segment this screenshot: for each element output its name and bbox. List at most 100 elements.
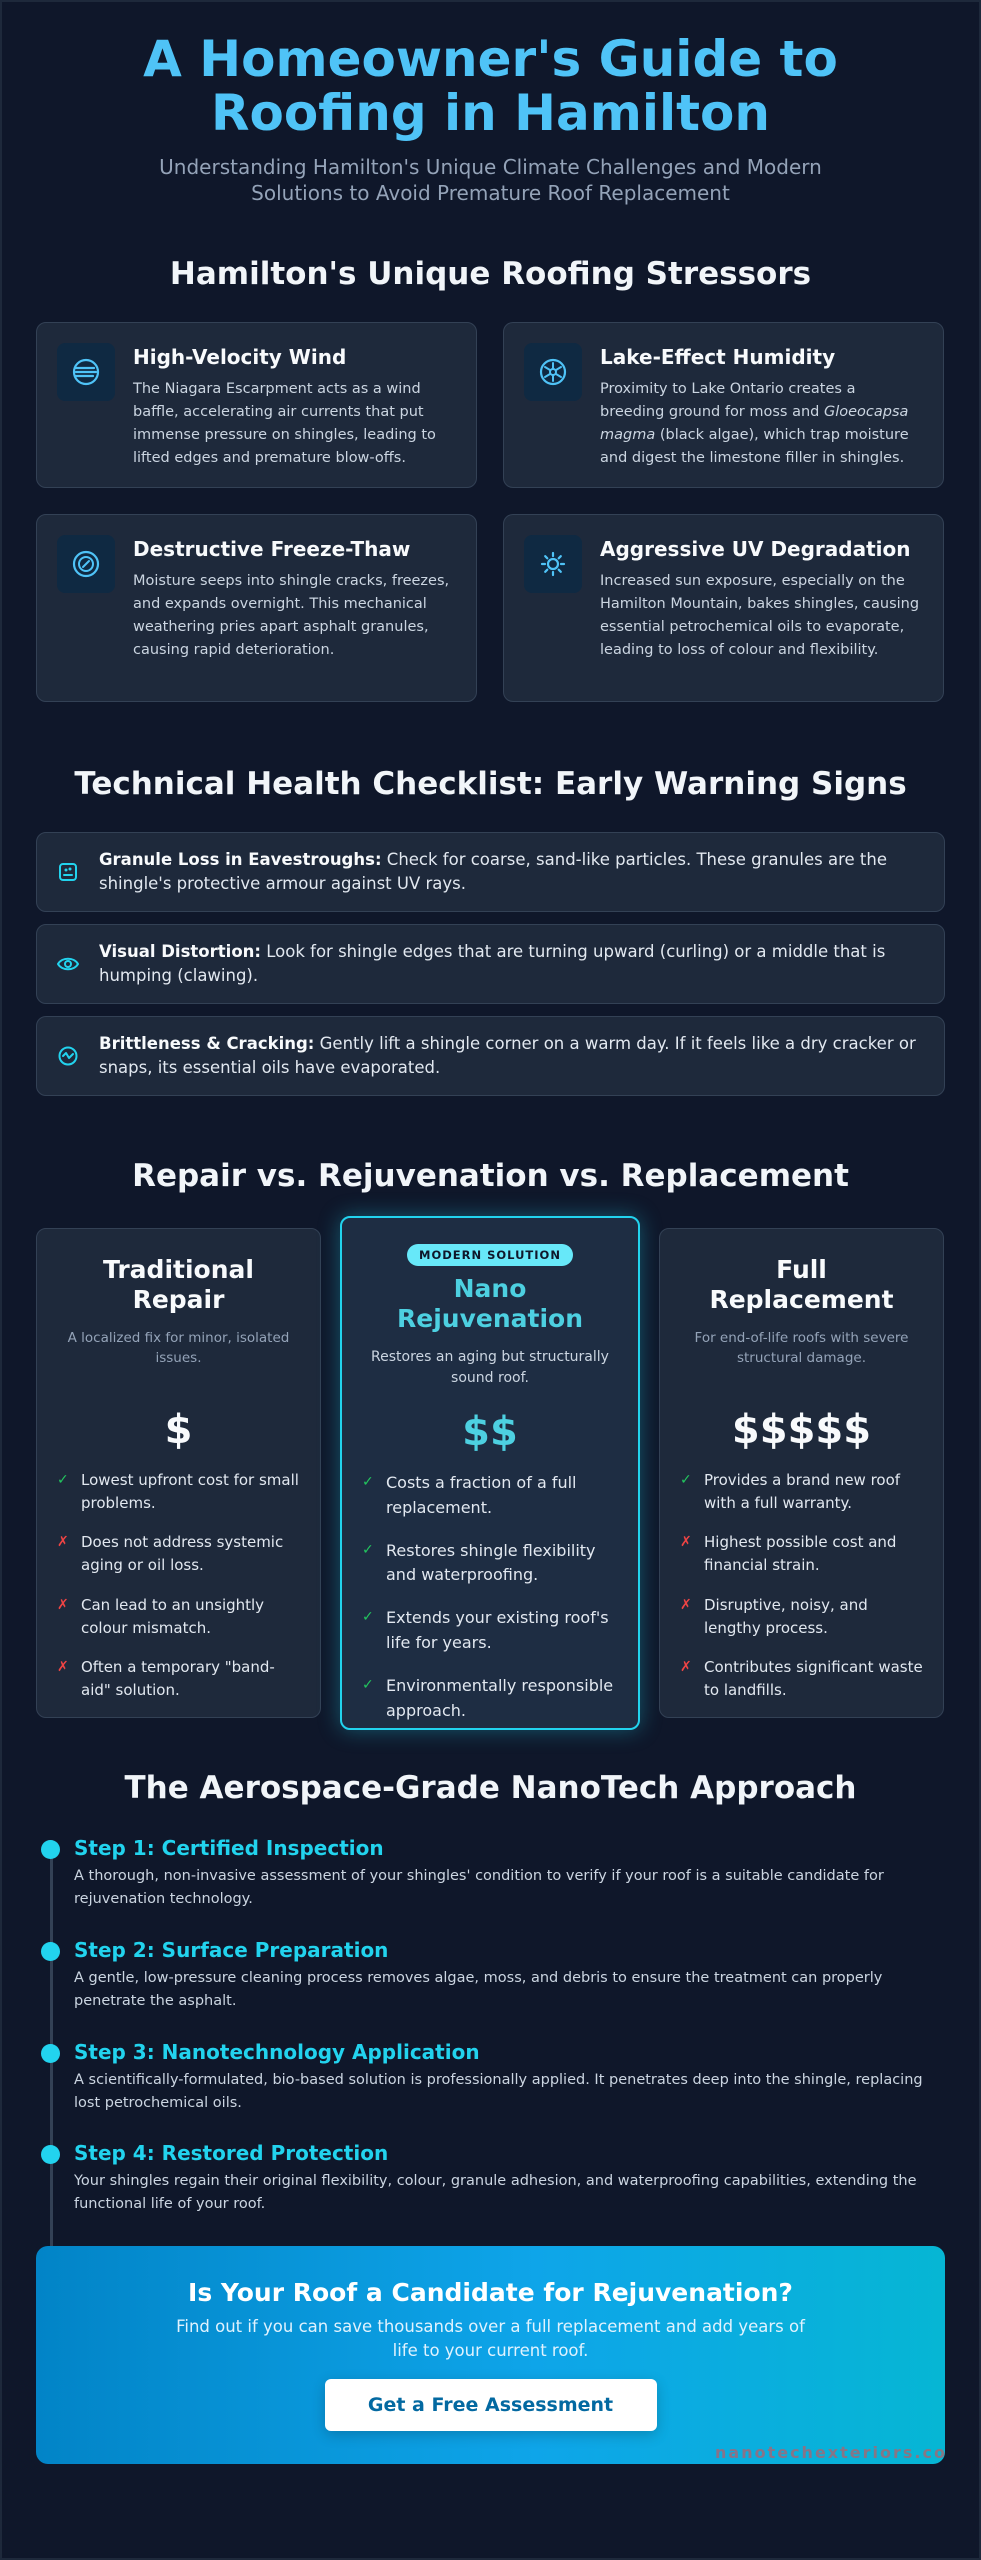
stressor-title: Destructive Freeze-Thaw [133,537,411,561]
cross-icon: ✗ [680,1659,692,1675]
stressor-text-part: (black algae), which trap moisture and d… [600,426,909,466]
option-title: Nano Rejuvenation [397,1274,583,1333]
option-traditional-repair: Traditional Repair A localized fix for m… [36,1228,321,1718]
feature-text: Lowest upfront cost for small problems. [81,1470,299,1512]
checklist-text: Brittleness & Cracking: Gently lift a sh… [99,1032,924,1080]
feature-text: Disruptive, noisy, and lengthy process. [704,1595,868,1637]
checklist-text: Granule Loss in Eavestroughs: Check for … [99,848,924,896]
check-icon: ✓ [362,1676,374,1693]
cross-icon: ✗ [57,1596,69,1613]
step-item: Step 2: Surface Preparation A gentle, lo… [41,1937,945,2013]
feature-item: ✗ Does not address systemic aging or oil … [57,1531,300,1578]
feature-text: Extends your existing roof's life for ye… [386,1608,609,1652]
cta-subtitle: Find out if you can save thousands over … [176,2317,805,2361]
timeline-line [50,1850,53,2290]
feature-item: ✗ Often a temporary "band-aid" solution. [57,1656,300,1703]
stressor-text: Proximity to Lake Ontario creates a bree… [600,378,923,470]
stressor-text: Moisture seeps into shingle cracks, free… [133,573,450,658]
watermark: nanotechexteriors.co [715,2443,945,2463]
step-item: Step 4: Restored Protection Your shingle… [41,2141,945,2216]
step-title: Step 2: Surface Preparation [74,1937,389,1962]
step-item: Step 3: Nanotechnology Application A sci… [41,2039,945,2115]
feature-text: Can lead to an unsightly colour mismatch… [81,1595,265,1637]
checklist-item-granule: Granule Loss in Eavestroughs: Check for … [36,832,945,912]
freeze-icon [57,535,115,593]
step-dot [41,2145,60,2165]
feature-item: ✗ Contributes significant waste to landfi… [680,1656,923,1703]
option-nano-rejuvenation: MODERN SOLUTION Nano Rejuvenation Restor… [340,1216,640,1730]
eye-icon [57,955,79,973]
check-icon: ✓ [57,1471,69,1488]
species-name: Gloeocapsa magma [600,403,909,443]
option-price: $ [164,1406,193,1453]
feature-item: ✓ Provides a brand new roof with a full w… [680,1469,923,1516]
cta-banner: Is Your Roof a Candidate for Rejuvenatio… [36,2246,945,2465]
feature-text: Provides a brand new roof with a full wa… [704,1470,901,1512]
cross-icon: ✗ [57,1659,69,1675]
stressor-card-freeze: Destructive Freeze-Thaw Moisture seeps i… [36,514,477,702]
stressors-grid: High-Velocity Wind The Niagara Escarpmen… [36,322,945,702]
check-icon: ✓ [362,1541,374,1558]
stressor-card-humidity: Lake-Effect Humidity Proximity to Lake O… [503,322,944,488]
step-text: Your shingles regain their original flex… [74,2173,917,2213]
feature-item: ✓ Lowest upfront cost for small problems. [57,1469,300,1516]
feature-list: ✓ Lowest upfront cost for small problems.… [57,1469,300,1703]
humidity-icon [524,343,582,401]
option-description: A localized fix for minor, isolated issu… [67,1330,290,1367]
feature-item: ✓Costs a fraction of a full replacement. [362,1471,618,1521]
approach-title: The Aerospace-Grade NanoTech Approach [124,1770,857,1806]
feature-list: ✓Costs a fraction of a full replacement.… [362,1471,618,1723]
granule-icon [57,862,79,882]
stressor-card-wind: High-Velocity Wind The Niagara Escarpmen… [36,322,477,488]
option-title: Traditional Repair [103,1255,254,1314]
step-title: Step 3: Nanotechnology Application [74,2039,480,2064]
option-price: $$$$$ [731,1406,872,1453]
stressor-text-part: Proximity to Lake Ontario creates a bree… [600,381,856,420]
checklist-label: Visual Distortion: [99,942,261,962]
feature-item: ✓ Environmentally responsible approach. [362,1674,618,1724]
feature-item: ✗ Disruptive, noisy, and lengthy process. [680,1594,923,1641]
step-dot [41,2043,60,2063]
cross-icon: ✗ [57,1534,69,1550]
step-title: Step 1: Certified Inspection [74,1836,384,1860]
page-title: A Homeowner's Guide to Roofing in Hamilt… [143,30,838,142]
checklist-title: Technical Health Checklist: Early Warnin… [74,766,907,802]
feature-text: Contributes significant waste to landfil… [704,1658,923,1700]
check-icon: ✓ [680,1471,692,1488]
comparison-title: Repair vs. Rejuvenation vs. Replacement [132,1158,849,1194]
step-text: A thorough, non-invasive assessment of y… [74,1868,884,1907]
check-icon: ✓ [362,1609,374,1626]
feature-text: Highest possible cost and financial stra… [704,1533,897,1575]
feature-text: Restores shingle flexibility and waterpr… [386,1540,596,1585]
checklist-text: Visual Distortion: Look for shingle edge… [99,940,924,988]
crack-icon [57,1046,79,1066]
feature-list: ✓ Provides a brand new roof with a full w… [680,1469,923,1703]
stressor-title: Lake-Effect Humidity [600,345,836,369]
step-dot [41,1840,60,1859]
step-text: A scientifically-formulated, bio-based s… [74,2071,923,2111]
checklist-item-distortion: Visual Distortion: Look for shingle edge… [36,924,945,1004]
cross-icon: ✗ [680,1596,692,1613]
option-description: Restores an aging but structurally sound… [371,1349,609,1386]
stressor-card-uv: Aggressive UV Degradation Increased sun … [503,514,944,702]
free-assessment-button[interactable]: Get a Free Assessment [324,2379,657,2432]
feature-text: Costs a fraction of a full replacement. [386,1473,577,1517]
checklist-label: Brittleness & Cracking: [99,1034,315,1054]
cta-title: Is Your Roof a Candidate for Rejuvenatio… [188,2278,793,2308]
feature-text: Does not address systemic aging or oil l… [81,1533,284,1575]
sun-icon [524,535,582,593]
feature-text: Environmentally responsible approach. [386,1675,614,1720]
feature-item: ✓ Restores shingle flexibility and waterp… [362,1539,618,1589]
wind-icon [57,343,115,401]
step-item: Step 1: Certified Inspection A thorough,… [41,1836,945,1911]
step-dot [41,1941,60,1961]
checklist-label: Granule Loss in Eavestroughs: [99,850,382,870]
checklist-item-brittleness: Brittleness & Cracking: Gently lift a sh… [36,1016,945,1096]
checklist-description: Look for shingle edges that are turning … [99,942,886,985]
option-full-replacement: Full Replacement For end-of-life roofs w… [659,1228,944,1718]
option-price: $$ [462,1409,518,1455]
steps-timeline: Step 1: Certified Inspection A thorough,… [36,1836,945,2290]
stressor-title: Aggressive UV Degradation [600,537,911,561]
step-title: Step 4: Restored Protection [74,2141,389,2166]
feature-text: Often a temporary "band-aid" solution. [81,1658,275,1700]
